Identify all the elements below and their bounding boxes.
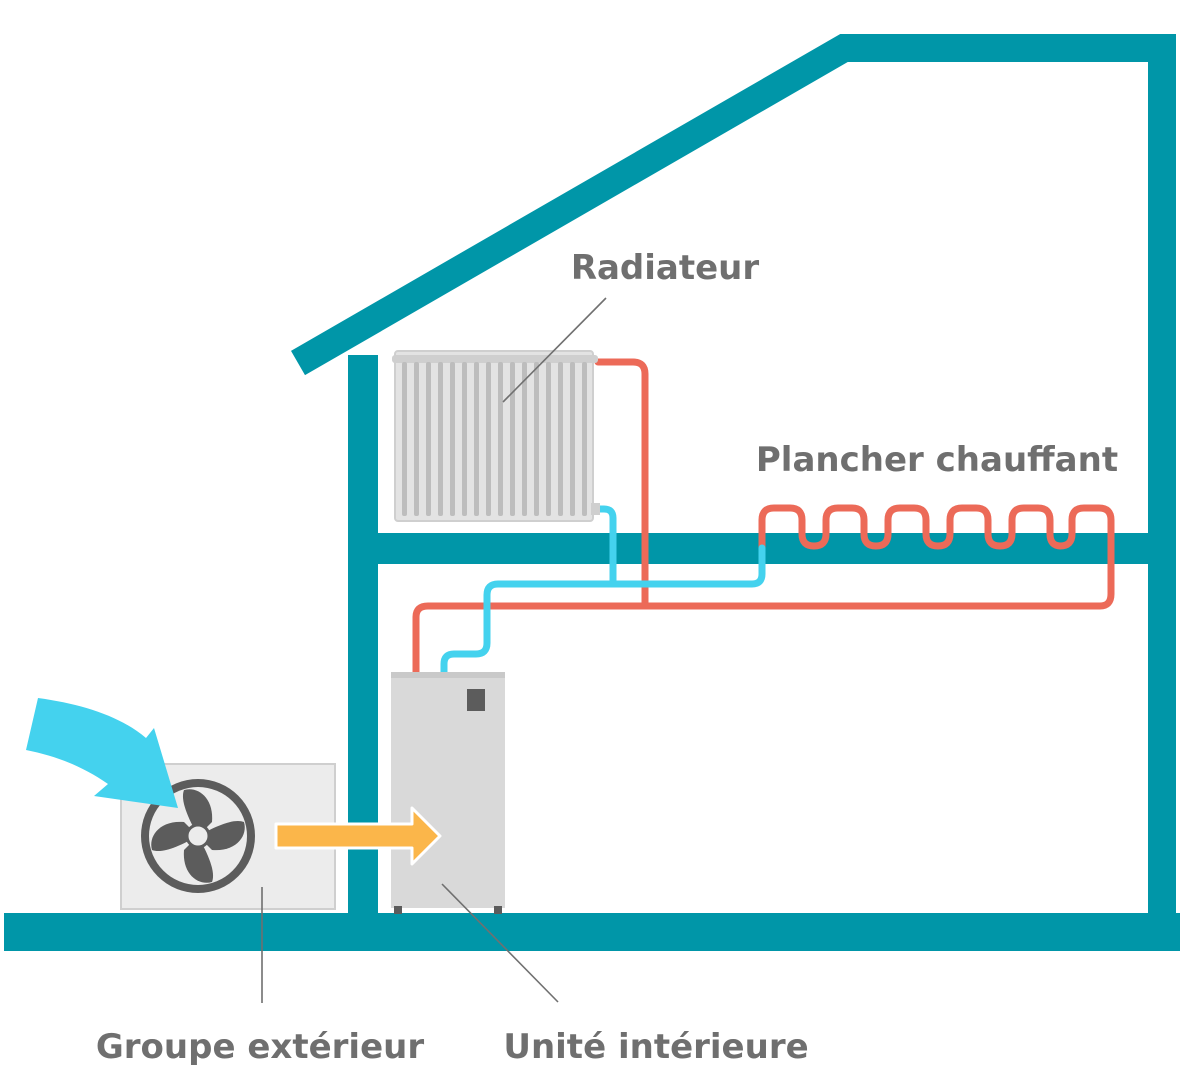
cold-pipe-radiator-return	[594, 505, 617, 588]
indoor-unit-body	[391, 672, 505, 908]
label-radiator: Radiateur	[571, 248, 760, 288]
air-intake-arrow-icon	[26, 698, 178, 808]
leader-lines	[261, 297, 607, 1003]
radiator-fins	[402, 362, 587, 516]
pipes	[412, 358, 1115, 676]
cold-pipe-floor-return	[440, 544, 766, 676]
roof-and-right-wall	[291, 34, 1176, 925]
leader-radiator	[502, 297, 607, 403]
indoor-unit-foot-right	[494, 906, 502, 914]
label-floor-heating: Plancher chauffant	[756, 440, 1118, 480]
fan-icon	[141, 779, 255, 893]
leader-indoor-unit	[441, 883, 559, 1003]
indoor-unit-top	[391, 672, 505, 678]
radiator-top-cap	[392, 355, 598, 363]
indoor-unit-display	[467, 689, 485, 711]
radiator-body	[394, 350, 594, 522]
radiator-valve	[591, 503, 600, 515]
indoor-unit-foot-left	[394, 906, 402, 914]
hot-pipe-radiator	[594, 358, 649, 610]
hot-pipe-main	[412, 504, 1115, 676]
label-outdoor-unit: Groupe extérieur	[96, 1027, 424, 1067]
radiator	[392, 350, 600, 522]
label-indoor-unit: Unité intérieure	[503, 1027, 808, 1067]
heat-transfer-arrow-icon	[274, 806, 442, 866]
indoor-unit	[391, 672, 505, 914]
ground-slab	[4, 913, 1180, 951]
